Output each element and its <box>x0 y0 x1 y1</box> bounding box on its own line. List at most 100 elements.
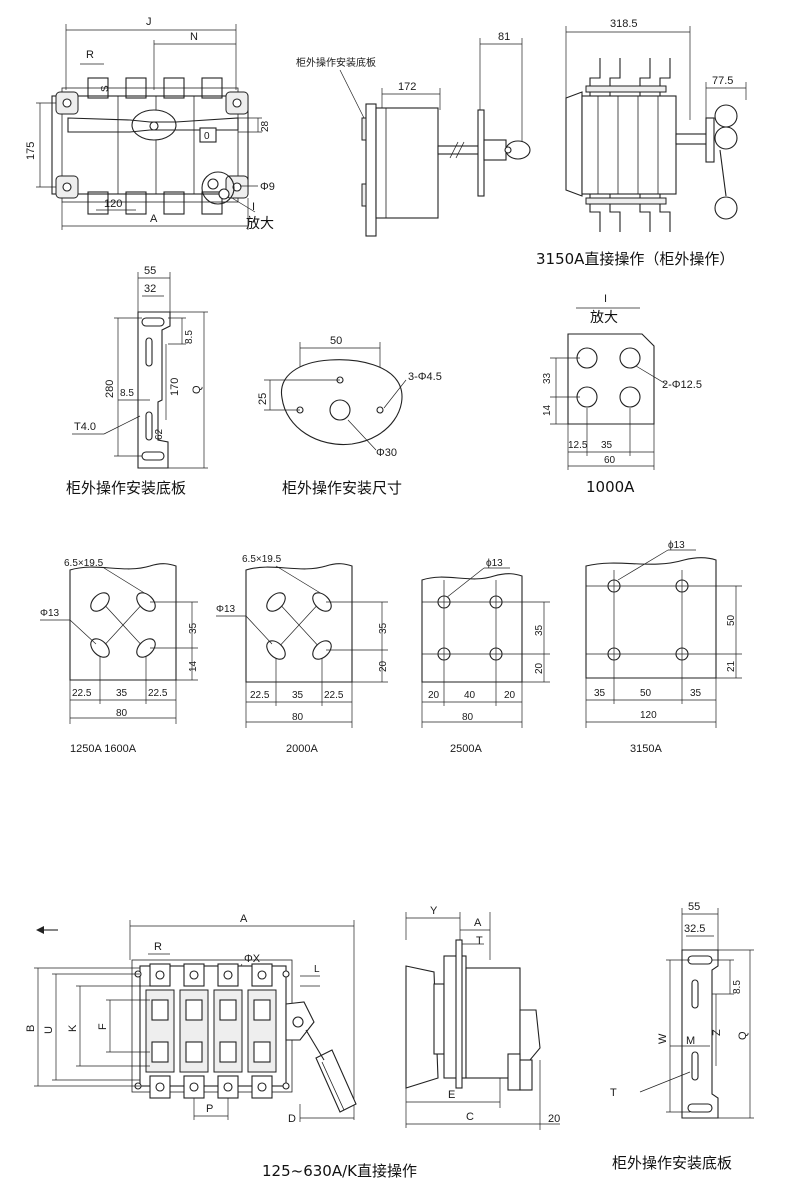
indicator-0: 0 <box>204 131 210 142</box>
dim-a-bottom: A <box>240 913 248 925</box>
dim-phix: ΦX <box>244 953 261 965</box>
dim-2-phi12-5: 2-Φ12.5 <box>662 379 702 391</box>
dim-c: C <box>466 1111 474 1123</box>
dim-60: 60 <box>604 455 616 466</box>
caption-plate: 柜外操作安装底板 <box>66 479 186 497</box>
label-i-1000: I <box>604 293 607 305</box>
dim-20a-2500: 20 <box>428 690 440 701</box>
top-side-view: 柜外操作安装底板 172 81 <box>296 31 531 237</box>
dim-k: K <box>67 1024 79 1032</box>
dim-r: R <box>86 49 94 61</box>
caption-plate-bottom: 柜外操作安装底板 <box>612 1154 732 1172</box>
dim-77: 77.5 <box>712 75 733 87</box>
dim-50b-3150: 50 <box>640 688 652 699</box>
dim-22-5b-2000: 22.5 <box>324 690 344 701</box>
caption-125-630: 125~630A/K直接操作 <box>262 1162 417 1180</box>
dim-12-5: 12.5 <box>568 440 588 451</box>
top-right-3150-view: 318.5 77.5 3150A直接操作（柜外操作） <box>536 18 747 268</box>
dim-35-2000: 35 <box>378 622 389 634</box>
dim-20-2500: 20 <box>534 662 545 674</box>
dim-a-side: A <box>474 917 482 929</box>
switch-body <box>51 95 249 195</box>
caption-3150a: 3150A <box>630 743 662 755</box>
dim-a: A <box>150 213 158 225</box>
dim-81: 81 <box>498 31 510 43</box>
dim-phi13-2000: Φ13 <box>216 604 236 615</box>
a2000-view: 6.5×19.5 Φ13 35 20 22.5 35 22.5 80 2000A <box>216 554 389 755</box>
dim-35b-1250: 35 <box>116 688 128 699</box>
dim-phi9: Φ9 <box>260 181 275 193</box>
top-front-view: J N R S <box>25 16 275 232</box>
dim-8-5b: 8.5 <box>120 388 134 399</box>
dim-slot-2000: 6.5×19.5 <box>242 554 282 565</box>
dim-22-5a-2000: 22.5 <box>250 690 270 701</box>
dim-b: B <box>25 1025 37 1032</box>
bottom-plate-view: 55 32.5 8.5 W Z Q M T 柜外操作安装底板 <box>610 901 754 1172</box>
dim-172: 172 <box>398 81 416 93</box>
plate-view: 55 32 8.5 280 170 Q 8.5 T4.0 <box>66 265 208 497</box>
dim-22-5a-1250: 22.5 <box>72 688 92 699</box>
dim-phi13-2500: ϕ13 <box>486 558 503 569</box>
dim-35b-3150: 35 <box>690 688 702 699</box>
dim-slot-1250: 6.5×19.5 <box>64 558 104 569</box>
dim-14: 14 <box>542 404 553 416</box>
dim-q-bottom: Q <box>737 1031 749 1040</box>
caption-1000a: 1000A <box>586 478 635 496</box>
dim-14-1250: 14 <box>188 660 199 672</box>
dim-p: P <box>206 1103 213 1115</box>
dim-t4: T4.0 <box>74 421 96 433</box>
dim-t-plate: T <box>610 1087 617 1099</box>
dim-z: Z <box>711 1029 723 1036</box>
dim-20-2000: 20 <box>378 660 389 672</box>
dim-t-side: T <box>476 935 483 947</box>
dim-22-5b-1250: 22.5 <box>148 688 168 699</box>
dim-j: J <box>146 16 152 28</box>
dim-55-bottom: 55 <box>688 901 700 913</box>
dim-80-2000: 80 <box>292 712 304 723</box>
a1250-view: 6.5×19.5 Φ13 35 14 22.5 35 22.5 80 1250A… <box>40 558 199 755</box>
dim-62: 62 <box>154 428 165 440</box>
dim-m: M <box>686 1035 695 1047</box>
dim-e: E <box>448 1089 455 1101</box>
dim-175: 175 <box>25 142 37 160</box>
a3150-view: ϕ13 50 21 35 50 35 120 3150A <box>585 540 742 755</box>
dim-l: L <box>314 964 320 975</box>
dim-35-1250: 35 <box>188 622 199 634</box>
dim-y: Y <box>430 905 438 917</box>
dim-r-bottom: R <box>154 941 162 953</box>
dim-phi13-1250: Φ13 <box>40 608 60 619</box>
dim-20-side: 20 <box>548 1113 560 1125</box>
caption-3150-direct: 3150A直接操作（柜外操作） <box>536 250 734 268</box>
dim-3-phi4-5: 3-Φ4.5 <box>408 371 442 383</box>
dim-80-1250: 80 <box>116 708 128 719</box>
dim-120: 120 <box>104 198 122 210</box>
dim-55: 55 <box>144 265 156 277</box>
caption-2000a: 2000A <box>286 743 318 755</box>
label-plate: 柜外操作安装底板 <box>296 56 376 69</box>
dim-f: F <box>97 1023 109 1030</box>
dim-d: D <box>288 1113 296 1125</box>
caption-2500a: 2500A <box>450 743 482 755</box>
enlarge-circle <box>201 171 235 205</box>
caption-1250a: 1250A 1600A <box>70 743 137 755</box>
caption-mount: 柜外操作安装尺寸 <box>282 479 402 497</box>
dim-u: U <box>43 1026 55 1034</box>
dim-280: 280 <box>104 380 116 398</box>
dim-25: 25 <box>257 393 269 405</box>
dim-170: 170 <box>169 378 181 396</box>
dim-80-2500: 80 <box>462 712 474 723</box>
dim-120-3150: 120 <box>640 710 657 721</box>
dim-32: 32 <box>144 283 156 295</box>
dim-318: 318.5 <box>610 18 638 30</box>
dim-35b-2000: 35 <box>292 690 304 701</box>
dim-50: 50 <box>330 335 342 347</box>
dim-32-5: 32.5 <box>684 923 705 935</box>
a1000-view: I 放大 33 14 2-Φ12.5 12.5 35 60 1000A <box>542 293 702 496</box>
bottom-front-view: A R ΦX L <box>25 913 417 1180</box>
a2500-view: ϕ13 35 20 20 40 20 80 2500A <box>421 558 550 755</box>
dim-28: 28 <box>260 120 271 132</box>
dim-33: 33 <box>542 372 553 384</box>
dim-35a-3150: 35 <box>594 688 606 699</box>
dim-phi30: Φ30 <box>376 447 397 459</box>
